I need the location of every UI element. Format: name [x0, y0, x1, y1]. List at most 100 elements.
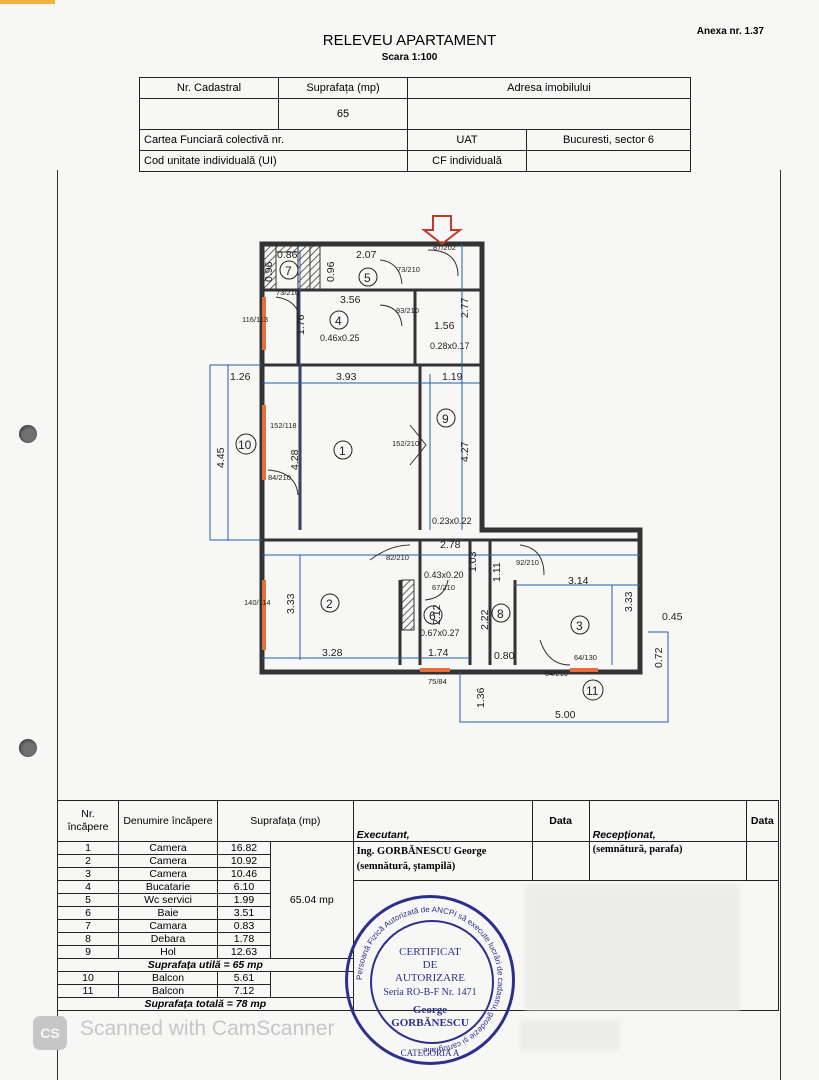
room-number: 6 — [429, 609, 436, 623]
col-data2-header: Data — [745, 800, 780, 842]
cod-ui-label: Cod unitate individuală (UI) — [139, 150, 408, 172]
row-area: 5.61 — [217, 971, 271, 985]
row-nr: 1 — [57, 841, 119, 855]
stamp-line-3: AUTORIZARE — [394, 972, 466, 984]
row-name: Camara — [118, 919, 218, 933]
stamp-last-name: GORBĂNESCU — [391, 1017, 469, 1029]
row-name: Wc servici — [118, 893, 218, 907]
row-nr: 4 — [57, 880, 119, 894]
row-nr: 8 — [57, 932, 119, 946]
opening-label: 140/114 — [244, 598, 271, 607]
row-nr: 5 — [57, 893, 119, 907]
row-area: 3.51 — [217, 906, 271, 920]
duct-label-3: 0.23x0.22 — [432, 516, 472, 526]
row-name: Balcon — [118, 971, 218, 985]
row-name: Camera — [118, 854, 218, 868]
col-receptionat-header: Recepționat, — [588, 800, 747, 842]
room-number: 3 — [576, 619, 583, 633]
dimension-label: 4.28 — [289, 449, 301, 470]
opening-label: 83/210 — [396, 306, 419, 315]
opening-label: 152/118 — [270, 421, 297, 430]
room-number: 4 — [335, 314, 342, 328]
room-number: 10 — [238, 438, 252, 452]
cf-individuala-value — [526, 150, 691, 172]
camscanner-logo: CS — [33, 1016, 67, 1050]
data-cell — [531, 841, 590, 881]
document-scale: Scara 1:100 — [381, 52, 438, 63]
room-number: 2 — [326, 597, 333, 611]
row-name: Camera — [118, 841, 218, 855]
row-area: 1.78 — [217, 932, 271, 946]
duct-label-4: 0.43x0.20 — [424, 570, 464, 580]
row-name: Baie — [118, 906, 218, 920]
row-name: Debara — [118, 932, 218, 946]
opening-label: 92/210 — [516, 558, 539, 567]
row-area: 12.63 — [217, 945, 271, 959]
punch-hole-top — [19, 425, 37, 443]
corner-mark — [0, 0, 55, 4]
identification-table: Nr. Cadastral Suprafața (mp) Adresa imob… — [139, 77, 691, 172]
col-data-header: Data — [531, 800, 590, 842]
dimension-label: 0.86 — [277, 249, 298, 261]
row-nr: 6 — [57, 906, 119, 920]
opening-label: 82/210 — [386, 553, 409, 562]
dimension-labels: 0.86 2.07 0.96 0.96 3.56 1.76 2.77 1.56 … — [215, 249, 683, 721]
row-nr: 2 — [57, 854, 119, 868]
room-number: 9 — [442, 412, 449, 426]
col-denumire-header: Denumire încăpere — [118, 800, 218, 842]
duct-label-5: 0.67x0.27 — [420, 628, 460, 638]
row-area: 7.12 — [217, 984, 271, 998]
dimension-label: 0.96 — [325, 261, 337, 282]
stamp-first-name: George — [412, 1004, 448, 1016]
row-area: 6.10 — [217, 880, 271, 894]
authorization-stamp: Persoană Fizică Autorizată de ANCPI să e… — [345, 895, 515, 1065]
dimension-label: 0.80 — [494, 650, 515, 662]
row-area: 1.99 — [217, 893, 271, 907]
stamp-line-1: CERTIFICAT — [399, 946, 461, 958]
dimension-label: 1.11 — [491, 562, 503, 582]
duct-labels: 0.46x0.25 0.28x0.17 0.23x0.22 0.43x0.20 … — [320, 333, 472, 638]
dimension-label: 1.19 — [442, 371, 463, 383]
nr-cadastral-label: Nr. Cadastral — [139, 77, 279, 99]
row-nr: 7 — [57, 919, 119, 933]
dimension-label: 3.33 — [623, 591, 635, 612]
row-nr: 9 — [57, 945, 119, 959]
dimension-label: 4.45 — [215, 447, 227, 468]
executant-name: Ing. GORBĂNESCU George — [356, 846, 487, 857]
row-name: Camera — [118, 867, 218, 881]
balcony-total-cell — [270, 971, 354, 998]
opening-label: 73/210 — [276, 288, 299, 297]
dimension-label: 3.14 — [568, 575, 589, 587]
dimension-label: 1.56 — [434, 320, 455, 332]
row-name: Balcon — [118, 984, 218, 998]
opening-labels: 87/202 73/210 73/210 83/210 116/113 152/… — [242, 243, 597, 686]
suprafata-totala: Suprafața totală = 78 mp — [57, 997, 354, 1011]
row-nr: 3 — [57, 867, 119, 881]
dimension-label: 3.28 — [322, 647, 343, 659]
duct-label-1: 0.46x0.25 — [320, 333, 360, 343]
outer-walls — [259, 241, 643, 675]
data2-cell — [745, 841, 780, 881]
stamp-category: CATEGORIA A — [400, 1048, 460, 1058]
col-nr-header: Nr. încăpere — [57, 800, 119, 842]
drawing-frame — [57, 170, 781, 1080]
cf-individuala-label: CF individuală — [407, 150, 527, 172]
dimension-label: 1.74 — [428, 647, 449, 659]
opening-label: 152/210 — [392, 439, 419, 448]
executant-note: (semnătură, ștampilă) — [356, 861, 456, 872]
dimension-label: 1.76 — [295, 314, 307, 335]
dimension-label: 3.56 — [340, 294, 361, 306]
opening-label: 64/130 — [574, 653, 597, 662]
dimension-label: 2.22 — [479, 609, 491, 630]
suprafata-value: 65 — [278, 98, 408, 130]
row-area: 10.46 — [217, 867, 271, 881]
stamp-inner-ring — [370, 920, 494, 1044]
redacted-signature — [525, 885, 740, 1010]
table-row: Suprafața totală = 78 mp — [57, 997, 779, 1011]
room-markers: 1 2 3 4 5 6 7 8 9 10 11 — [235, 260, 604, 701]
room-number: 7 — [285, 264, 292, 278]
entrance-arrow-icon — [421, 215, 463, 246]
opening-label: 87/202 — [433, 243, 456, 252]
